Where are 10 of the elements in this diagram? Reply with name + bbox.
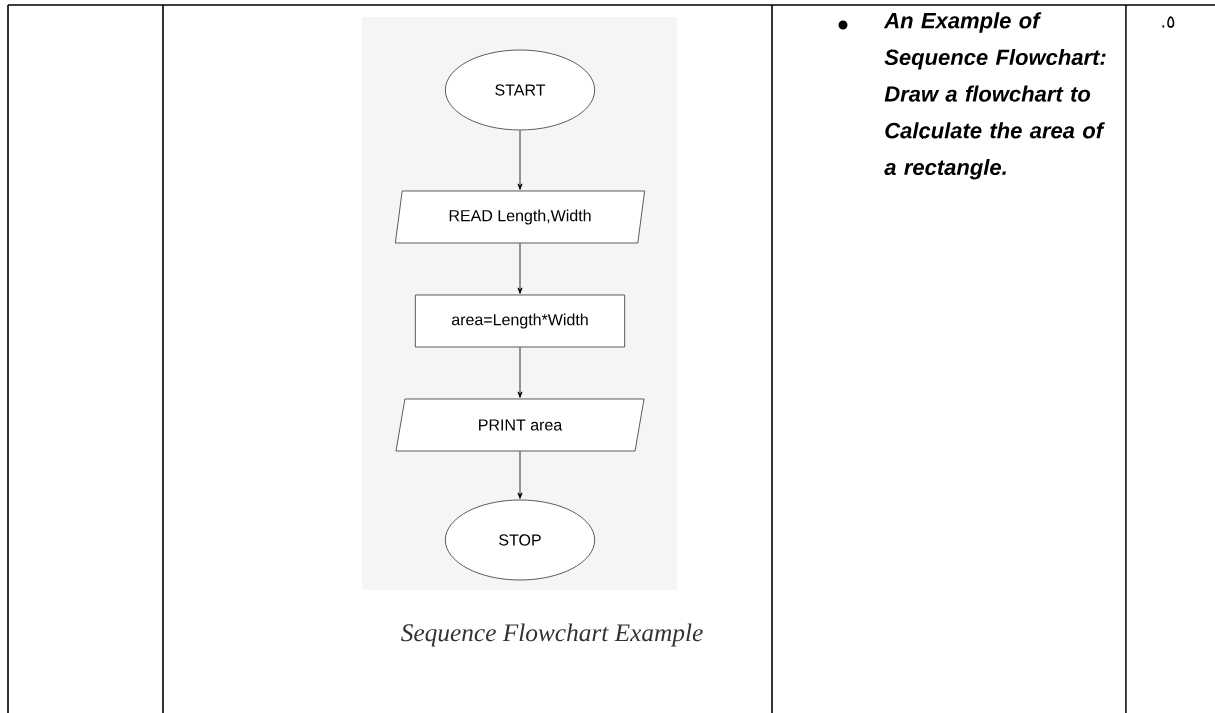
- arrow: [517, 347, 523, 398]
- io-parallelogram: PRINT area: [395, 398, 645, 452]
- row-number: .٥: [1162, 16, 1175, 28]
- arrow: [517, 130, 523, 190]
- io-parallelogram: READ Length,Width: [394, 190, 646, 244]
- description: An Example of Sequence Flowchart: Draw a flowchart to Calculate the area of a rectangle.: [883, 12, 1106, 180]
- process-box: area=Length*Width: [414, 294, 626, 348]
- arrow: [517, 451, 523, 499]
- arrow: [517, 243, 523, 294]
- caption: Sequence Flowchart Example: [401, 623, 703, 647]
